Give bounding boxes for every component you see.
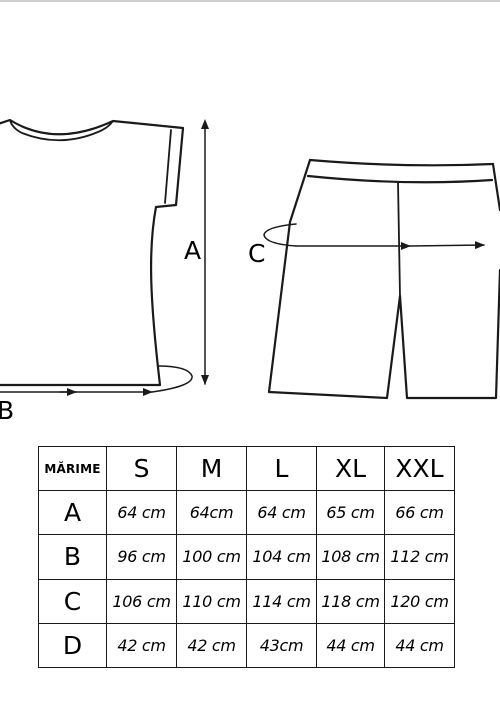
measure-c-loop	[263, 223, 297, 247]
table-cell: 114 cm	[246, 578, 317, 624]
table-cell: 100 cm	[176, 534, 247, 580]
size-header-s: S	[106, 445, 177, 492]
table-cell: 120 cm	[384, 578, 455, 624]
measure-label-a: A	[184, 236, 202, 265]
table-row: A 64 cm 64cm 64 cm 65 cm 66 cm	[38, 490, 455, 536]
table-row: B 96 cm 100 cm 104 cm 108 cm 112 cm	[38, 534, 455, 580]
table-cell: 64 cm	[246, 490, 317, 536]
size-header-xl: XL	[316, 445, 385, 492]
shorts-waistband-bottom	[306, 174, 494, 184]
row-label: A	[38, 490, 107, 536]
row-label: B	[38, 534, 107, 580]
table-cell: 64cm	[176, 490, 247, 536]
measure-label-b: B	[0, 396, 15, 425]
table-cell: 108 cm	[316, 534, 385, 580]
table-row: C 106 cm 110 cm 114 cm 118 cm 120 cm	[38, 578, 455, 624]
shorts-waistband-top	[308, 158, 495, 167]
measure-c-line-right	[409, 241, 485, 250]
table-cell: 43cm	[246, 622, 317, 669]
table-cell: 44 cm	[384, 622, 455, 669]
table-cell: 42 cm	[106, 622, 177, 669]
table-cell: 104 cm	[246, 534, 317, 580]
size-header-m: M	[176, 445, 247, 492]
table-cell: 66 cm	[384, 490, 455, 536]
measure-b-loop	[151, 365, 193, 393]
size-chart-table: MĂRIME S M L XL XXL A 64 cm 64cm 64 cm 6…	[38, 445, 455, 669]
garment-diagram	[0, 118, 500, 400]
table-cell: 64 cm	[106, 490, 177, 536]
shorts-center-seam	[397, 181, 401, 297]
table-cell: 118 cm	[316, 578, 385, 624]
shorts-outline	[267, 158, 500, 400]
shorts-right-side	[491, 162, 500, 212]
table-cell: 44 cm	[316, 622, 385, 669]
row-label: C	[38, 578, 107, 624]
tshirt-collar	[9, 119, 114, 142]
row-label: D	[38, 622, 107, 669]
table-cell: 106 cm	[106, 578, 177, 624]
table-row: D 42 cm 42 cm 43cm 44 cm 44 cm	[38, 622, 455, 669]
measure-label-c: C	[248, 239, 266, 268]
top-border	[0, 0, 500, 2]
table-cell: 112 cm	[384, 534, 455, 580]
table-cell: 110 cm	[176, 578, 247, 624]
table-header-row: MĂRIME S M L XL XXL	[38, 445, 455, 492]
size-column-header: MĂRIME	[38, 445, 107, 492]
size-header-xxl: XXL	[384, 445, 455, 492]
size-header-l: L	[246, 445, 317, 492]
table-cell: 65 cm	[316, 490, 385, 536]
table-cell: 96 cm	[106, 534, 177, 580]
tshirt-sleeve-hem	[164, 129, 172, 204]
table-cell: 42 cm	[176, 622, 247, 669]
tshirt-outline	[0, 118, 185, 387]
